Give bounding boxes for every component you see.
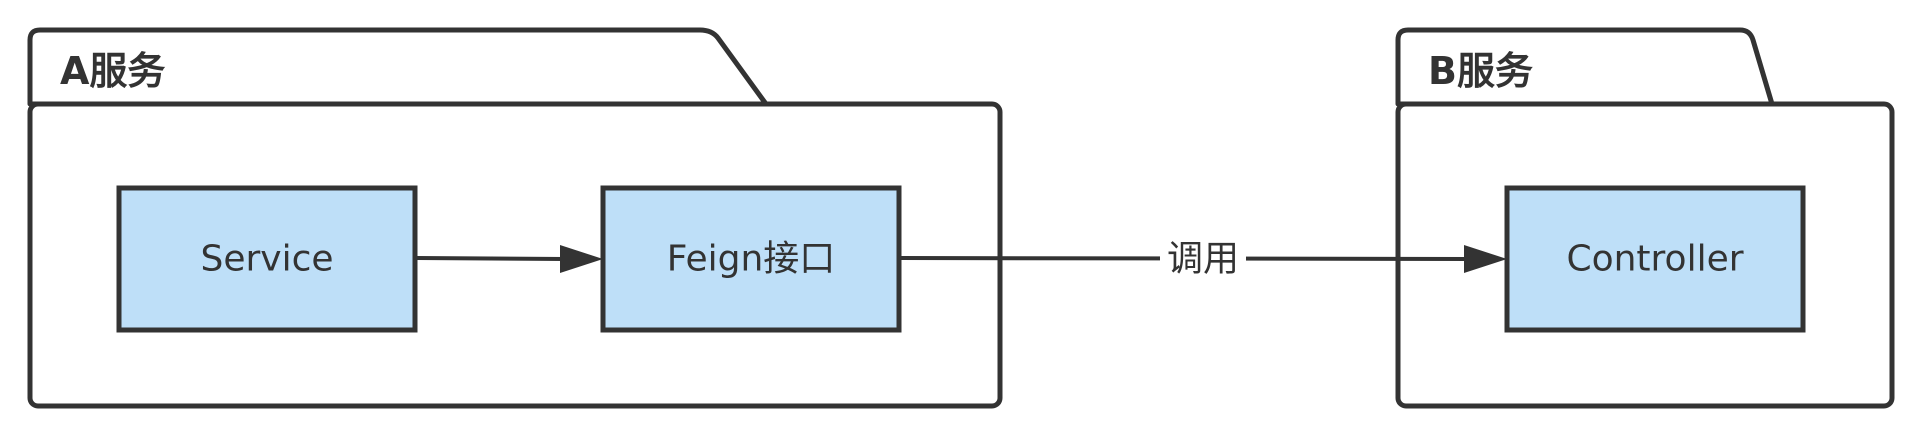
edge-service-to-feign-arrowhead xyxy=(560,245,603,273)
package-a-title: A服务 xyxy=(60,49,165,93)
service-label: Service xyxy=(200,239,333,280)
node-feign: Feign接口 xyxy=(600,185,902,333)
service-box xyxy=(116,185,418,333)
edge-label-invoke: 调用 xyxy=(1167,239,1239,280)
edge-feign-to-controller: 调用 xyxy=(900,236,1507,282)
package-b-title: B服务 xyxy=(1428,49,1533,93)
package-b-tab xyxy=(1395,27,1775,107)
controller-label: Controller xyxy=(1566,239,1743,280)
controller-box xyxy=(1504,185,1806,333)
edge-service-to-feign xyxy=(416,245,603,273)
edge-label-background xyxy=(1160,236,1246,282)
edge-feign-to-controller-arrowhead xyxy=(1464,245,1507,273)
edge-service-to-feign-line xyxy=(416,256,566,261)
package-a-tab xyxy=(27,27,769,107)
node-controller: Controller xyxy=(1504,185,1806,333)
feign-interface-label: Feign接口 xyxy=(667,239,836,280)
node-service: Service xyxy=(116,185,418,333)
